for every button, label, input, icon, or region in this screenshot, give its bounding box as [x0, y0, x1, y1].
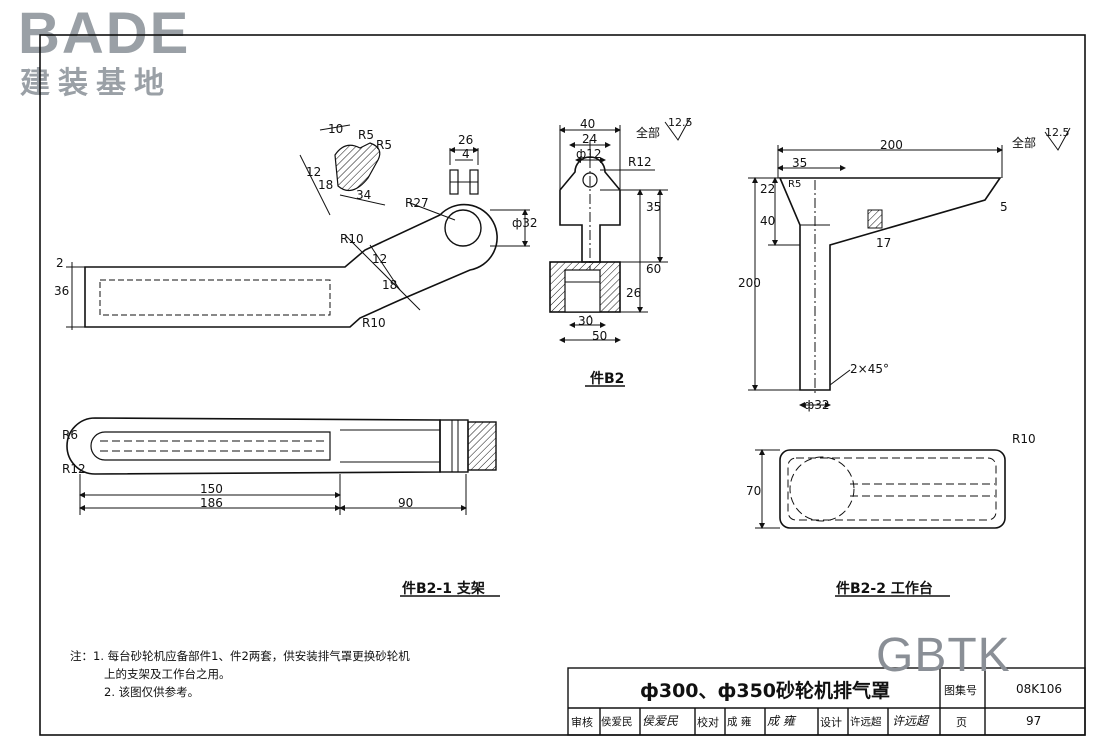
dim-2: 2 — [56, 256, 64, 270]
table-top-view — [755, 449, 1006, 529]
checker-signature: 成 雍 — [767, 714, 795, 728]
dim-200-a: 200 — [880, 138, 903, 152]
dim-12: 12 — [306, 165, 322, 179]
dim-r10-c: R10 — [1012, 432, 1036, 446]
part-b2-view — [549, 117, 691, 387]
drawing-title: ф300、ф350砂轮机排气罩 — [640, 680, 891, 702]
dim-60: 60 — [646, 262, 662, 276]
designer-signature: 许远超 — [892, 714, 929, 728]
checker-name: 成 雍 — [727, 716, 752, 728]
bracket-side-view — [66, 124, 530, 330]
dim-r5-a: R5 — [358, 128, 374, 142]
dim-150: 150 — [200, 482, 223, 496]
caption-part-b2-1: 件B2-1 支架 — [402, 581, 485, 597]
dim-90: 90 — [398, 496, 414, 510]
dim-5: 5 — [1000, 200, 1008, 214]
dim-35: 35 — [646, 200, 662, 214]
dim-phi32-a: ф32 — [512, 216, 538, 230]
page-label: 页 — [956, 716, 967, 729]
reviewer-signature: 侯爱民 — [642, 714, 679, 728]
table-side-view — [748, 127, 1071, 408]
check-label: 校对 — [697, 716, 719, 729]
dim-r5-c: R5 — [788, 179, 802, 190]
note-line-3: 2. 该图仅供参考。 — [104, 685, 200, 699]
dim-186: 186 — [200, 496, 223, 510]
dim-phi32-b: ф32 — [804, 398, 830, 412]
dim-35-b: 35 — [792, 156, 808, 170]
dim-r5-b: R5 — [376, 138, 392, 152]
dim-18-b: 18 — [382, 278, 398, 292]
dim-30: 30 — [578, 314, 594, 328]
dim-r10-b: R10 — [362, 316, 386, 330]
watermark: GBTK — [876, 629, 1011, 682]
dim-70: 70 — [746, 484, 762, 498]
dim-r10-a: R10 — [340, 232, 364, 246]
reviewer-name: 侯爱民 — [601, 716, 633, 728]
dim-24: 24 — [582, 132, 598, 146]
dim-50: 50 — [592, 329, 608, 343]
dim-40: 40 — [580, 117, 596, 131]
atlas-label: 图集号 — [944, 684, 977, 697]
dim-26: 26 — [458, 133, 474, 147]
caption-part-b2-2: 件B2-2 工作台 — [836, 581, 933, 597]
dim-r12-b: R12 — [62, 462, 86, 476]
drawing-frame — [39, 34, 1086, 736]
dim-12-b: 12 — [372, 252, 388, 266]
dim-phi12: ф12 — [576, 147, 602, 161]
note-quanbu: 全部 — [636, 126, 661, 140]
dim-40-b: 40 — [760, 214, 776, 228]
dim-18-a: 18 — [318, 178, 334, 192]
note-line-2: 上的支架及工作台之用。 — [104, 667, 231, 681]
logo: BADE 建装基地 — [8, 2, 218, 106]
dim-r6: R6 — [62, 428, 78, 442]
bracket-top-view — [66, 417, 497, 515]
dim-36: 36 — [54, 284, 70, 298]
dim-200-b: 200 — [738, 276, 761, 290]
logo-brand: BADE — [18, 1, 191, 66]
note-line-1: 注：1. 每台砂轮机应备部件1、件2两套，供安装排气罩更换砂轮机 — [70, 649, 410, 663]
roughness-2: 12.5 — [1045, 126, 1070, 139]
caption-part-b2: 件B2 — [590, 371, 625, 387]
dim-4: 4 — [462, 147, 470, 161]
logo-subtitle: 建装基地 — [20, 66, 172, 101]
roughness: 12.5 — [668, 116, 693, 129]
review-label: 审核 — [571, 716, 593, 729]
dim-r12: R12 — [628, 155, 652, 169]
dim-26-b: 26 — [626, 286, 642, 300]
note-quanbu-2: 全部 — [1012, 136, 1037, 150]
dim-r27: R27 — [405, 196, 429, 210]
dim-22: 22 — [760, 182, 776, 196]
atlas-number: 08K106 — [1016, 682, 1063, 696]
dim-34: 34 — [356, 188, 372, 202]
dim-10: 10 — [328, 122, 344, 136]
dim-17: 17 — [876, 236, 892, 250]
title-block-grid — [567, 667, 1086, 736]
dim-chamfer: 2×45° — [850, 362, 889, 376]
design-label: 设计 — [820, 716, 842, 729]
page-number: 97 — [1026, 714, 1042, 728]
designer-name: 许远超 — [850, 716, 882, 728]
